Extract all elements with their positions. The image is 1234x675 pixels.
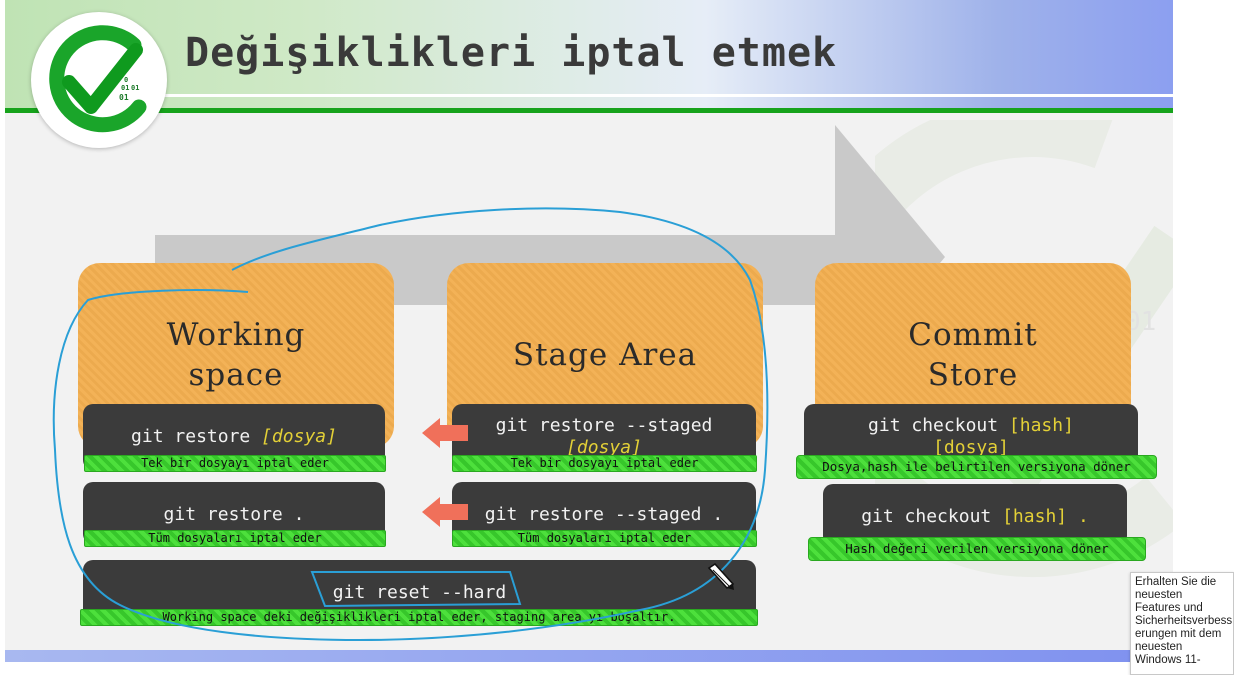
git-checkout-hash-file-arg: [dosya]: [933, 437, 1009, 458]
git-restore-staged-all-desc: Tüm dosyaları iptal eder: [452, 530, 757, 547]
commit-store-title-line2: Store: [927, 357, 1019, 393]
logo: 0 01 01 01: [31, 12, 167, 148]
presentation-slide: 01 01 01 0 01 01 01 Değişiklikleri iptal…: [5, 0, 1173, 662]
git-restore-staged-file-desc: Tek bir dosyayı iptal eder: [452, 455, 757, 472]
svg-text:0: 0: [124, 76, 128, 84]
header-divider-green: [5, 108, 1173, 113]
commit-store-title-line1: Commit: [908, 317, 1038, 353]
windows-update-notification[interactable]: Erhalten Sie die neuesten Features und S…: [1130, 572, 1234, 675]
red-left-arrow-icon: [422, 418, 468, 448]
git-reset-hard-desc: Working space deki değişiklikleri iptal …: [80, 609, 758, 626]
header-divider-white: [155, 94, 1173, 97]
svg-text:01: 01: [131, 84, 139, 92]
stage-area-title: Stage Area: [512, 337, 698, 373]
git-reset-hard-command: git reset --hard: [332, 582, 507, 603]
slide-title: Değişiklikleri iptal etmek: [185, 30, 838, 76]
git-restore-staged-file-command: git restore --staged: [495, 415, 713, 436]
git-checkout-hash-command: git checkout [hash] .: [861, 506, 1089, 527]
working-space-title-line2: space: [188, 357, 284, 393]
git-checkout-hash-box: git checkout [hash] .: [823, 484, 1127, 546]
header-band: [5, 0, 1173, 112]
git-restore-staged-all-command: git restore --staged .: [484, 504, 724, 525]
git-checkout-hash-file-command: git checkout [hash]: [868, 415, 1074, 436]
checkmark-binary-icon: 0 01 01 01: [49, 25, 147, 133]
git-restore-file-desc: Tek bir dosyayı iptal eder: [84, 455, 386, 472]
git-restore-all-command: git restore .: [163, 504, 305, 525]
git-checkout-hash-file-desc: Dosya,hash ile belirtilen versiyona döne…: [796, 455, 1157, 479]
pen-cursor-icon: [707, 562, 735, 590]
svg-text:01: 01: [121, 84, 129, 92]
git-restore-file-command: git restore [dosya]: [131, 426, 337, 447]
svg-text:01: 01: [119, 93, 129, 102]
notification-text: Erhalten Sie die neuesten Features und S…: [1135, 576, 1233, 666]
git-restore-all-desc: Tüm dosyaları iptal eder: [84, 530, 386, 547]
git-checkout-hash-desc: Hash değeri verilen versiyona döner: [808, 537, 1146, 561]
working-space-title-line1: Working: [166, 317, 306, 353]
footer-band: [5, 650, 1173, 662]
red-left-arrow-icon: [422, 497, 468, 527]
